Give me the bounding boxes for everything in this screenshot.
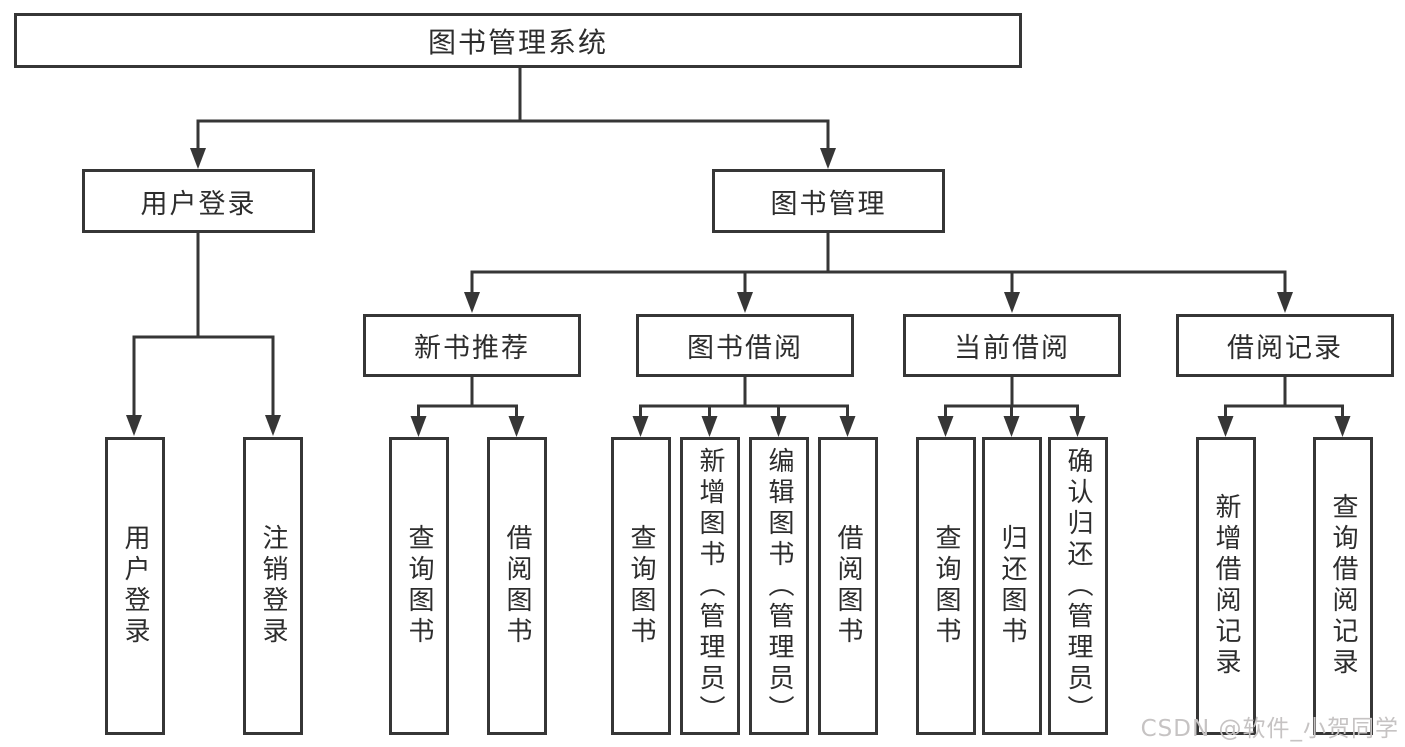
leaf-query-borrow-record-label: 查询借阅记录 bbox=[1328, 493, 1358, 679]
leaf-query-books-borrow-label: 查询图书 bbox=[626, 524, 656, 648]
leaf-edit-book-admin-label: 编辑图书（管理员） bbox=[764, 446, 794, 726]
leaf-return-book-label: 归还图书 bbox=[997, 524, 1027, 648]
leaf-query-books-current: 查询图书 bbox=[916, 437, 976, 735]
node-new-book-recommend-label: 新书推荐 bbox=[414, 333, 530, 364]
leaf-borrow-books-borrow: 借阅图书 bbox=[818, 437, 878, 735]
node-current-borrow: 当前借阅 bbox=[903, 314, 1121, 377]
node-new-book-recommend: 新书推荐 bbox=[363, 314, 581, 377]
leaf-borrow-books-newbooks-label: 借阅图书 bbox=[502, 524, 532, 648]
leaf-query-borrow-record: 查询借阅记录 bbox=[1313, 437, 1373, 735]
node-user-login-label: 用户登录 bbox=[140, 188, 257, 220]
node-current-borrow-label: 当前借阅 bbox=[954, 333, 1070, 364]
leaf-logout-label: 注销登录 bbox=[258, 524, 288, 648]
node-root: 图书管理系统 bbox=[14, 13, 1022, 68]
leaf-edit-book-admin: 编辑图书（管理员） bbox=[749, 437, 809, 735]
watermark: CSDN @软件_小贺同学 bbox=[1140, 716, 1399, 742]
leaf-add-book-admin-label: 新增图书（管理员） bbox=[695, 446, 725, 726]
leaf-borrow-books-borrow-label: 借阅图书 bbox=[833, 524, 863, 648]
node-book-borrow: 图书借阅 bbox=[636, 314, 854, 377]
leaf-logout: 注销登录 bbox=[243, 437, 303, 735]
node-user-login: 用户登录 bbox=[82, 169, 315, 233]
leaf-query-books-borrow: 查询图书 bbox=[611, 437, 671, 735]
node-book-management: 图书管理 bbox=[712, 169, 945, 233]
leaf-user-login: 用户登录 bbox=[105, 437, 165, 735]
leaf-add-borrow-record: 新增借阅记录 bbox=[1196, 437, 1256, 735]
node-root-label: 图书管理系统 bbox=[427, 25, 608, 59]
node-borrow-records: 借阅记录 bbox=[1176, 314, 1394, 377]
leaf-return-book: 归还图书 bbox=[982, 437, 1042, 735]
leaf-confirm-return-admin: 确认归还（管理员） bbox=[1048, 437, 1108, 735]
leaf-borrow-books-newbooks: 借阅图书 bbox=[487, 437, 547, 735]
node-book-management-label: 图书管理 bbox=[770, 188, 887, 220]
node-book-borrow-label: 图书借阅 bbox=[687, 333, 803, 364]
leaf-add-book-admin: 新增图书（管理员） bbox=[680, 437, 740, 735]
leaf-query-books-current-label: 查询图书 bbox=[931, 524, 961, 648]
leaf-query-books-newbooks: 查询图书 bbox=[389, 437, 449, 735]
leaf-query-books-newbooks-label: 查询图书 bbox=[404, 524, 434, 648]
leaf-add-borrow-record-label: 新增借阅记录 bbox=[1211, 493, 1241, 679]
leaf-user-login-label: 用户登录 bbox=[120, 524, 150, 648]
node-borrow-records-label: 借阅记录 bbox=[1227, 333, 1343, 364]
leaf-confirm-return-admin-label: 确认归还（管理员） bbox=[1063, 446, 1093, 726]
